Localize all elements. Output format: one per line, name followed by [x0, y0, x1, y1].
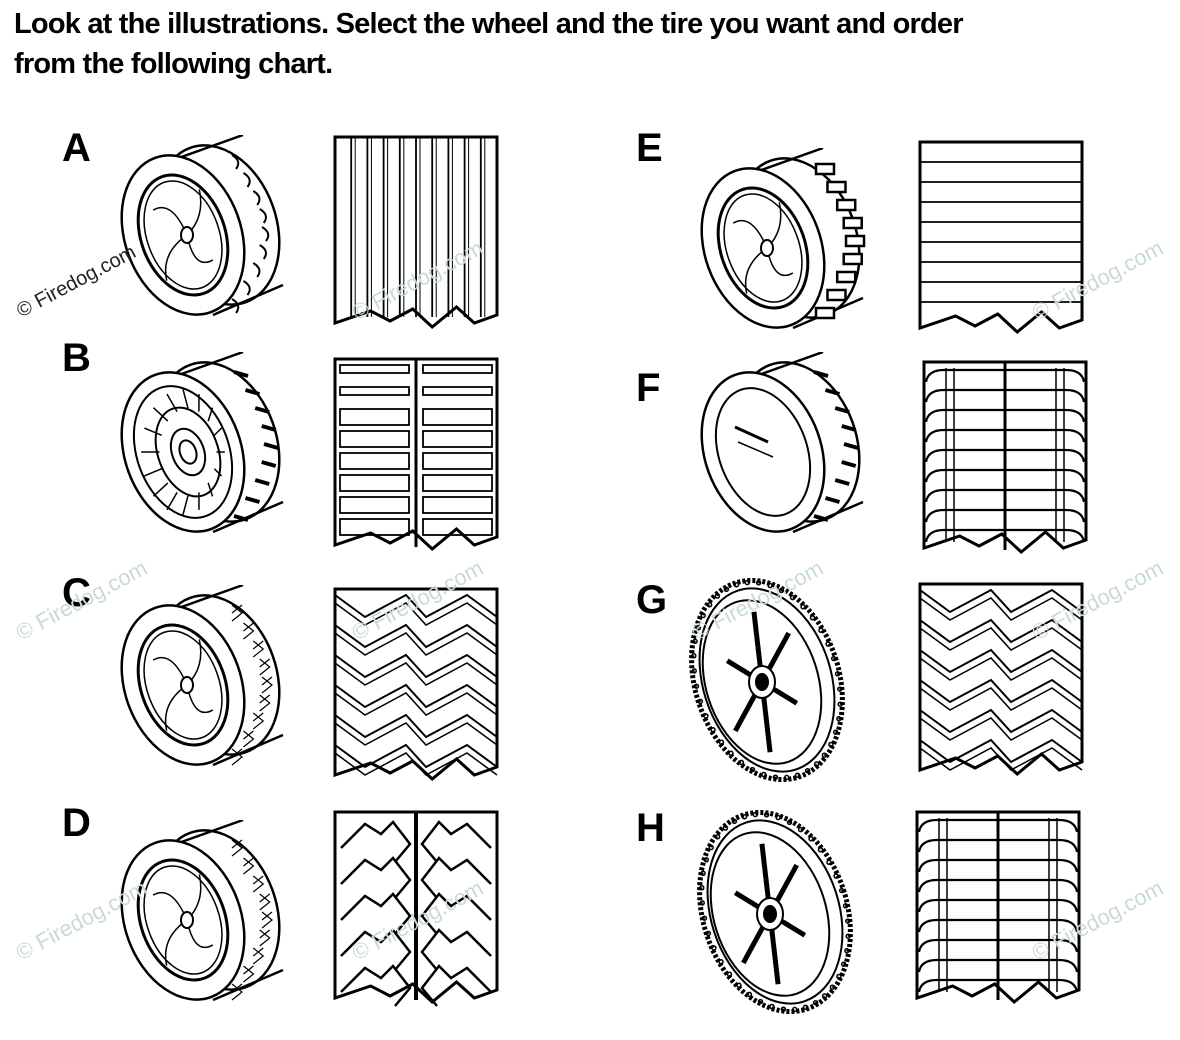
option-letter: G [636, 580, 667, 620]
wheel-icon [108, 820, 298, 1040]
wheel-icon [688, 352, 878, 572]
tread-icon [915, 808, 1081, 1012]
wheel-icon [108, 585, 298, 805]
option-letter: H [636, 808, 665, 848]
wheel-illustration[interactable] [108, 820, 298, 1040]
wheel-icon [108, 135, 298, 355]
tread-pattern-split-bar[interactable] [333, 355, 499, 559]
tread-pattern-horizontal-bar[interactable] [918, 138, 1084, 342]
tread-pattern-curved-bar[interactable] [922, 358, 1088, 562]
tread-icon [922, 358, 1088, 562]
wheel-illustration[interactable] [688, 352, 878, 572]
wheel-illustration[interactable] [108, 585, 298, 805]
wheel-icon [688, 148, 878, 368]
tread-pattern-chevron[interactable] [333, 585, 499, 789]
tread-icon [918, 580, 1084, 784]
wheel-icon [682, 568, 872, 788]
tread-icon [918, 138, 1084, 342]
option-letter: E [636, 128, 663, 168]
wheel-icon [108, 352, 298, 572]
instruction-line-1: Look at the illustrations. Select the wh… [14, 4, 1174, 44]
wheel-icon [690, 800, 880, 1020]
option-letter: C [62, 573, 91, 613]
option-letter: A [62, 128, 91, 168]
wheel-illustration[interactable] [682, 568, 872, 788]
wheel-illustration[interactable] [690, 800, 880, 1020]
tread-pattern-knobby[interactable] [333, 808, 499, 1012]
option-letter: B [62, 338, 91, 378]
tread-icon [333, 585, 499, 789]
option-letter: D [62, 803, 91, 843]
tread-icon [333, 808, 499, 1012]
wheel-illustration[interactable] [688, 148, 878, 368]
tread-icon [333, 355, 499, 559]
wheel-illustration[interactable] [108, 352, 298, 572]
tread-icon [333, 133, 499, 337]
wheel-illustration[interactable] [108, 135, 298, 355]
instruction-heading: Look at the illustrations. Select the wh… [14, 4, 1174, 84]
option-letter: F [636, 368, 660, 408]
tread-pattern-chevron[interactable] [918, 580, 1084, 784]
tread-pattern-straight-rib[interactable] [333, 133, 499, 337]
tread-pattern-curved-bar[interactable] [915, 808, 1081, 1012]
instruction-line-2: from the following chart. [14, 44, 1174, 84]
